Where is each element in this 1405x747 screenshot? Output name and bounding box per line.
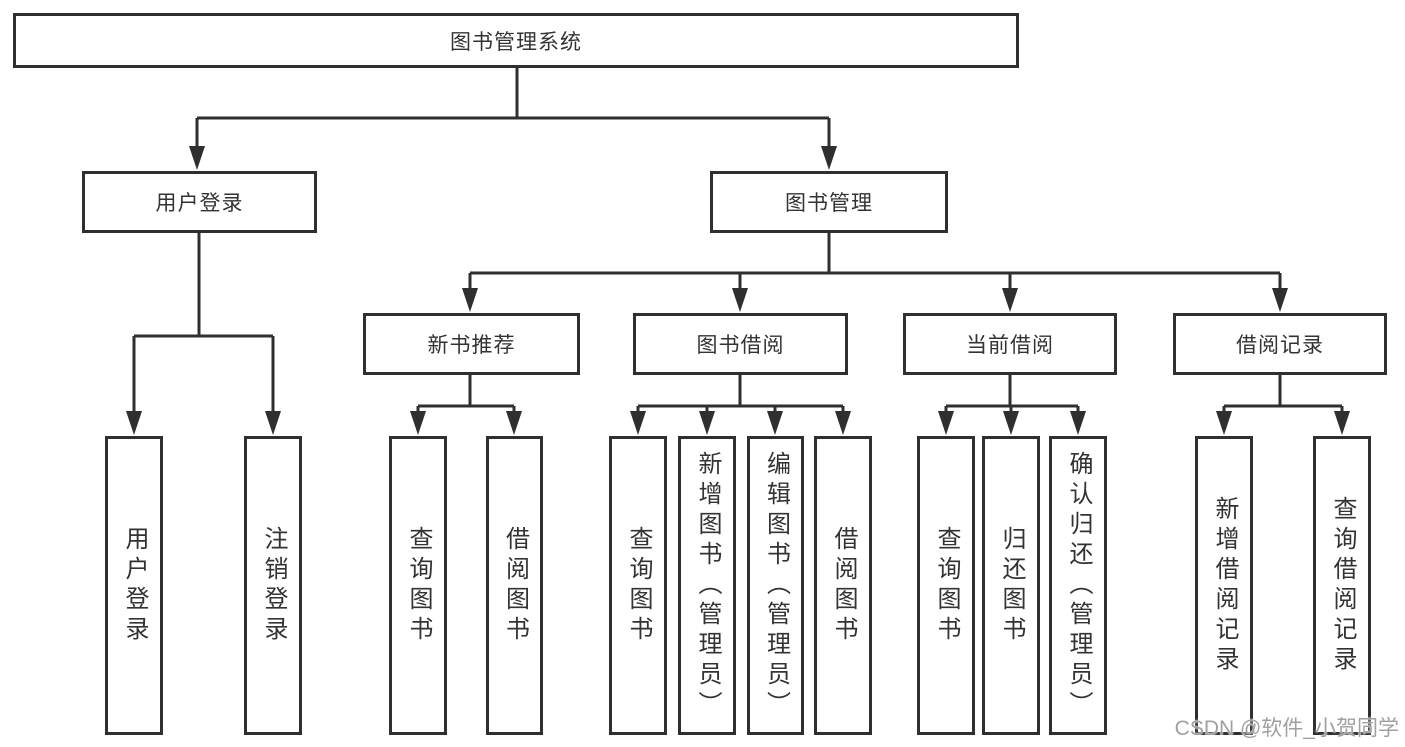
leaf-bb-borrow-books: 借阅图书 [814,436,872,735]
node-label: 用户登录 [155,192,244,215]
leaf-cb-return-books: 归还图书 [982,436,1040,735]
node-label: 图书借阅 [696,334,785,357]
node-user-login: 用户登录 [82,171,317,233]
node-label: 新书推荐 [427,334,516,357]
leaf-label: 注销登录 [260,525,287,646]
watermark-text: CSDN @软件_小贺同学 [1174,717,1399,740]
node-label: 借阅记录 [1236,334,1324,357]
leaf-user-login: 用户登录 [105,436,163,735]
leaf-cb-confirm-return-admin: 确认归还（管理员） [1049,436,1107,735]
node-borrowing-records: 借阅记录 [1173,313,1387,375]
leaf-bb-query-books: 查询图书 [609,436,667,735]
node-new-book-recommend: 新书推荐 [363,313,580,375]
leaf-bb-add-books-admin: 新增图书（管理员） [678,436,736,735]
edge-arrowheads [126,146,1350,435]
node-label: 当前借阅 [966,334,1054,357]
leaf-label: 新增图书（管理员） [694,450,721,721]
leaf-br-add-record: 新增借阅记录 [1195,436,1253,735]
leaf-label: 新增借阅记录 [1211,495,1238,676]
node-label: 图书管理 [785,192,873,215]
leaf-logout: 注销登录 [244,436,302,735]
node-book-management: 图书管理 [710,171,948,233]
leaf-label: 查询图书 [405,525,432,646]
leaf-label: 借阅图书 [501,525,529,646]
leaf-label: 查询借阅记录 [1329,495,1356,676]
leaf-nbr-borrow-books: 借阅图书 [486,436,543,735]
leaf-br-query-record: 查询借阅记录 [1313,436,1371,735]
leaf-label: 查询图书 [625,525,652,646]
leaf-label: 查询图书 [933,525,960,646]
node-library-management-system: 图书管理系统 [13,13,1019,68]
leaf-label: 确认归还（管理员） [1065,450,1092,721]
leaf-label: 用户登录 [121,525,148,646]
leaf-nbr-query-books: 查询图书 [389,436,447,735]
node-label: 图书管理系统 [450,30,582,54]
leaf-bb-edit-books-admin: 编辑图书（管理员） [747,436,804,735]
node-book-borrowing: 图书借阅 [633,313,848,375]
leaf-label: 编辑图书（管理员） [762,450,790,721]
leaf-label: 归还图书 [998,525,1025,646]
node-current-borrowing: 当前借阅 [903,313,1117,375]
leaf-cb-query-books: 查询图书 [917,436,975,735]
leaf-label: 借阅图书 [830,525,857,646]
